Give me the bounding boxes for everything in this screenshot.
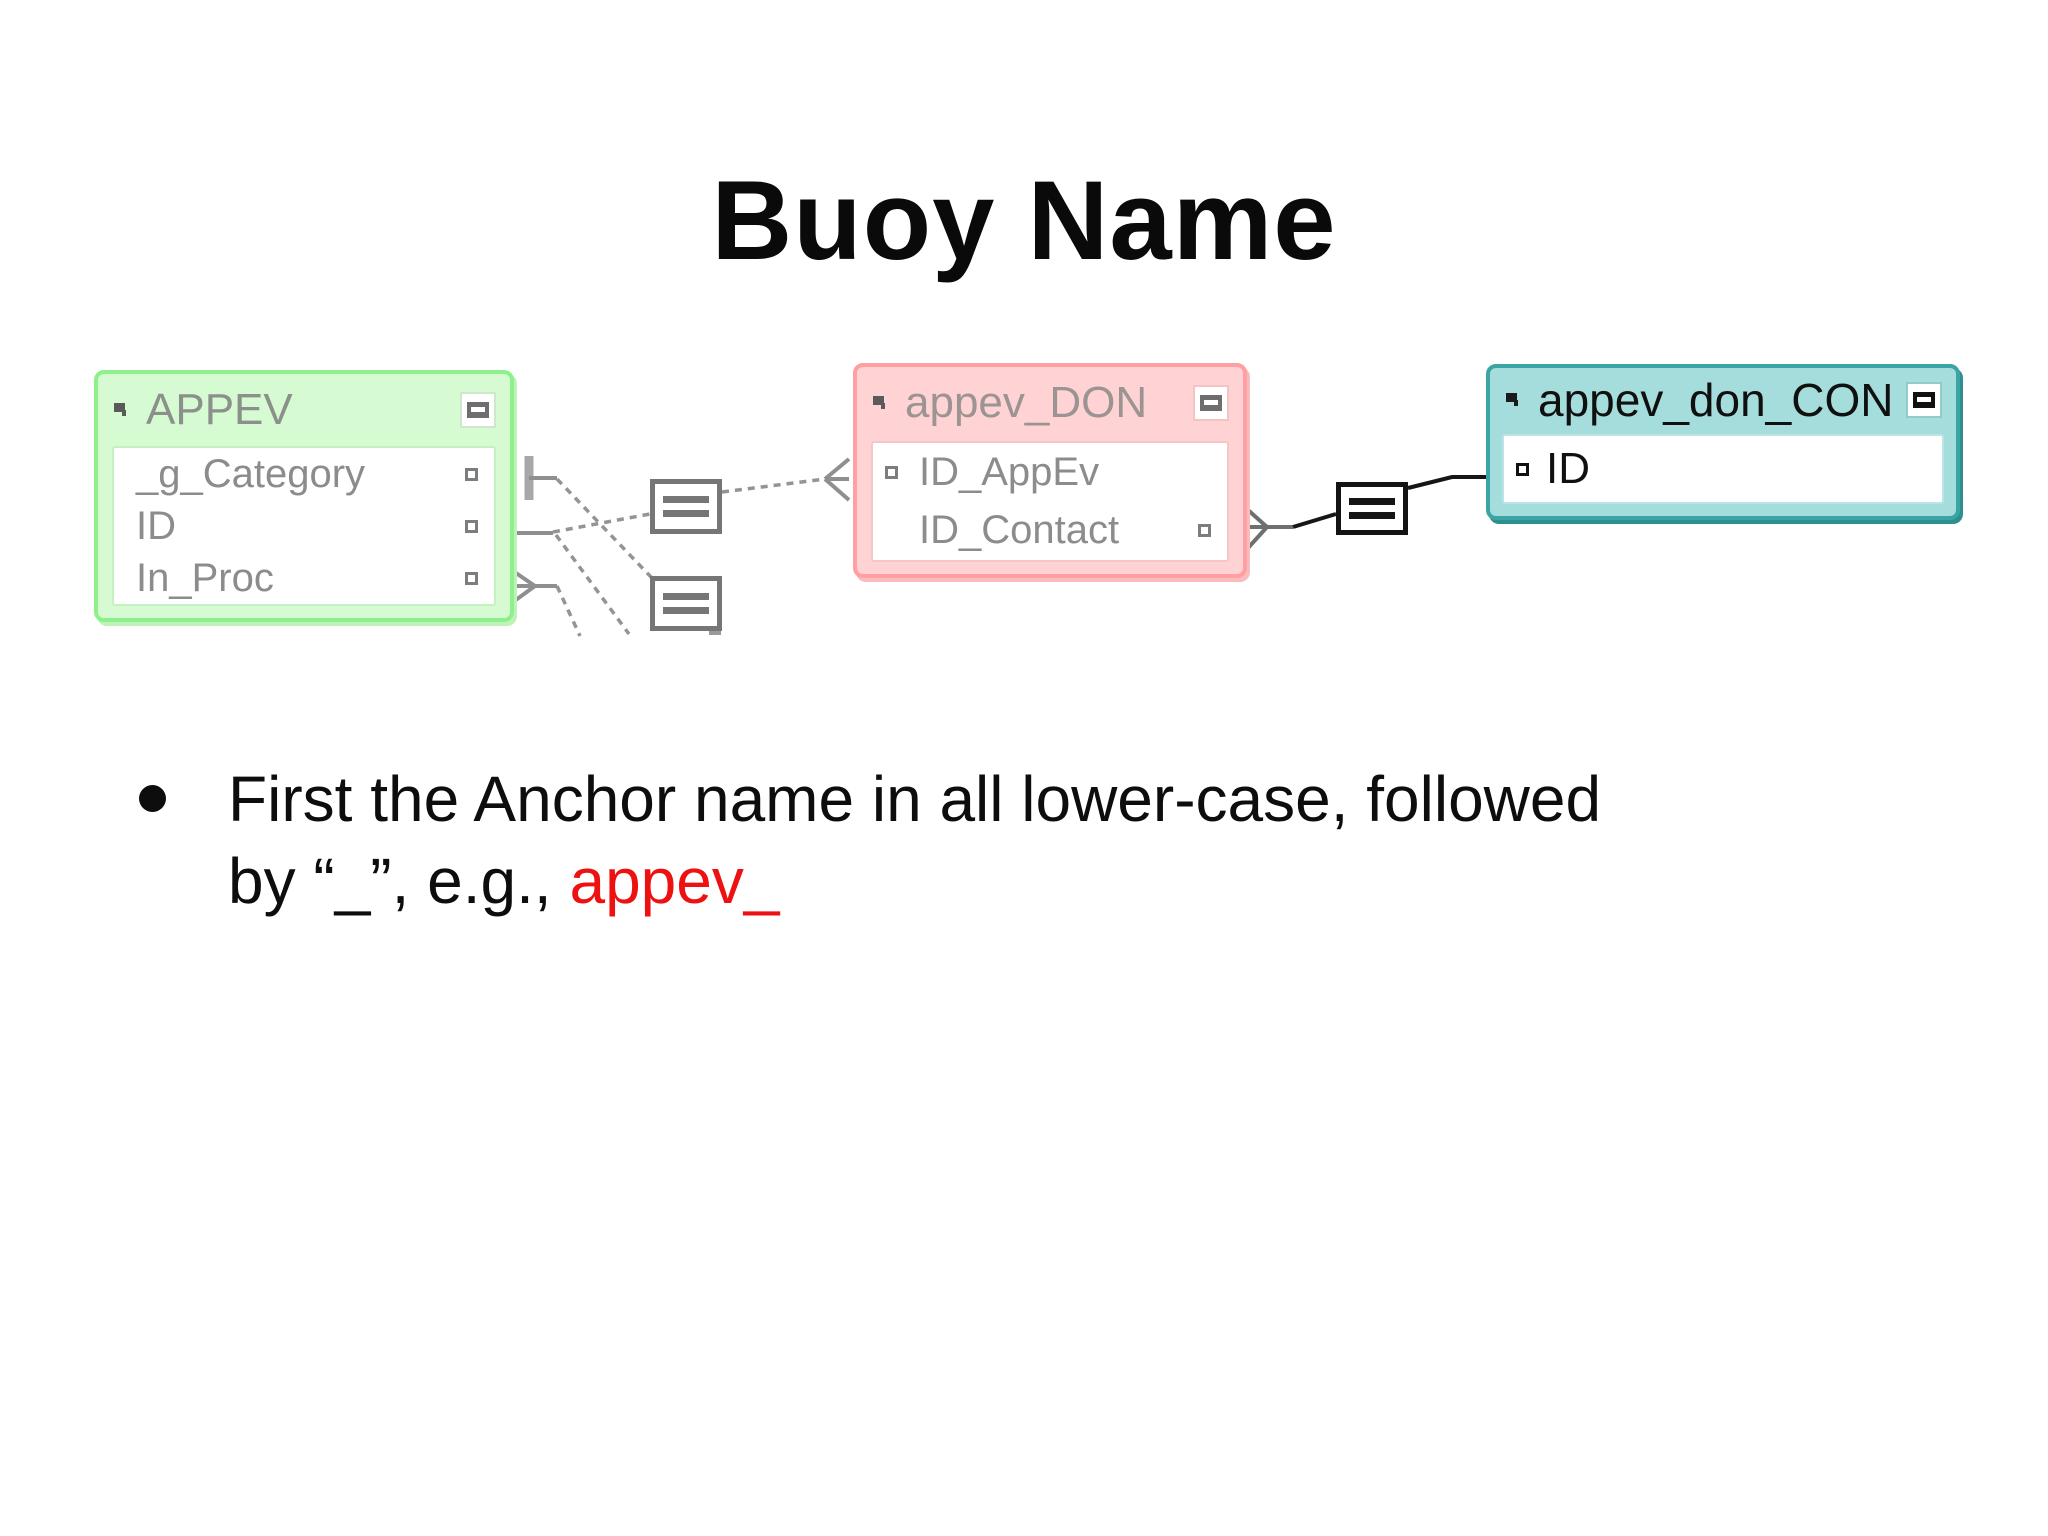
field-row: _g_Category (114, 452, 494, 497)
relationship-equals-box (650, 576, 722, 631)
field-label: ID (1546, 444, 1590, 493)
field-row: ID (114, 504, 494, 549)
bullet-line1: First the Anchor name in all lower-case,… (228, 763, 1602, 835)
bullet-text: First the Anchor name in all lower-case,… (228, 758, 1928, 922)
key-square-marker (465, 467, 478, 481)
arrow-ne-entity-icon (1506, 393, 1518, 406)
entity-appev-titlebar: APPEV (98, 374, 510, 446)
many-cardinality-connector (823, 457, 851, 502)
arrow-ne-entity-icon (873, 396, 885, 409)
entity-title: APPEV (146, 385, 293, 434)
field-label: ID (136, 503, 176, 548)
field-label: ID_AppEv (919, 449, 1100, 494)
key-square-marker (1516, 462, 1529, 476)
key-square-marker (1198, 524, 1211, 538)
entity-appev-fields: _g_Category ID In_Proc (112, 446, 496, 606)
page-title: Buoy Name (711, 158, 1337, 283)
many-cardinality-connector (1246, 508, 1293, 550)
key-square-marker (465, 519, 478, 533)
entity-appev-don: appev_DON ID_AppEv ID_Contact (853, 363, 1247, 578)
entity-appev-don-titlebar: appev_DON (857, 367, 1243, 439)
entity-appev: APPEV _g_Category ID In_Proc (94, 370, 514, 622)
equals-bar (1349, 512, 1395, 519)
minimize-icon[interactable] (1906, 382, 1942, 418)
entity-appev-don-con-titlebar: appev_don_CON (1490, 368, 1956, 432)
field-row: ID_Contact (873, 508, 1227, 553)
field-label: ID_Contact (919, 508, 1120, 553)
entity-appev-don-con-fields: ID (1502, 434, 1944, 504)
field-label: _g_Category (136, 451, 366, 496)
bullet-dot (139, 785, 166, 812)
field-row: In_Proc (114, 556, 494, 601)
arrow-ne-entity-icon (114, 403, 126, 416)
minimize-icon[interactable] (1193, 385, 1229, 421)
minimize-icon[interactable] (460, 392, 496, 428)
equals-bar (663, 607, 709, 614)
field-row: ID (1504, 444, 1942, 494)
entity-title: appev_don_CON (1538, 374, 1894, 426)
key-square-marker (885, 465, 898, 479)
entity-appev-don-fields: ID_AppEv ID_Contact (871, 441, 1229, 562)
entity-appev-don-con: appev_don_CON ID (1486, 364, 1960, 520)
bullet-line2-prefix: by “_”, e.g., (228, 845, 570, 917)
many-cardinality-connector (511, 569, 557, 604)
field-label: In_Proc (136, 555, 274, 600)
field-row: ID_AppEv (873, 450, 1227, 495)
equals-bar (1349, 498, 1395, 505)
entity-title: appev_DON (905, 378, 1148, 427)
equals-bar (663, 593, 709, 600)
relationship-equals-box (1336, 482, 1408, 535)
bullet-highlight: appev_ (569, 845, 780, 917)
key-square-marker (465, 571, 478, 585)
equals-bar (663, 510, 709, 517)
equals-bar (663, 496, 709, 503)
relationship-equals-box (650, 479, 722, 534)
